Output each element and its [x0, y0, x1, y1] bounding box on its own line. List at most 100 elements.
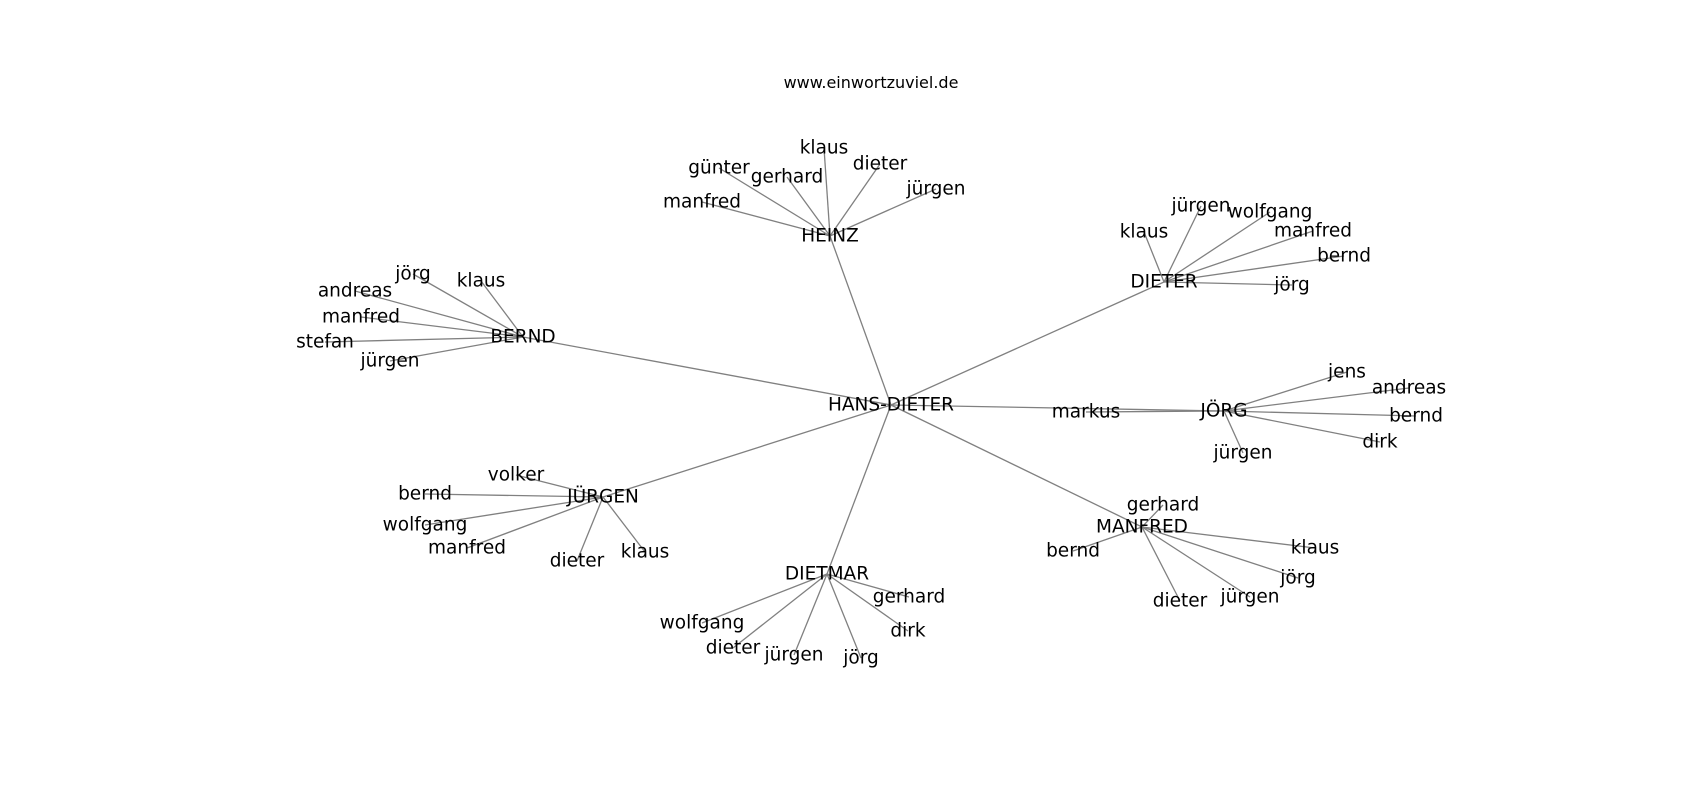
hub-node-label: MANFRED: [1096, 517, 1188, 538]
edge-hub-to-leaf: [602, 496, 646, 553]
edge-hub-to-leaf: [1223, 410, 1381, 443]
edge-hub-to-leaf: [1223, 387, 1410, 412]
leaf-node-label: andreas: [1372, 378, 1446, 399]
site-title: www.einwortzuviel.de: [784, 73, 959, 92]
edge-hub-to-leaf: [324, 336, 524, 343]
leaf-node-label: gerhard: [751, 167, 824, 188]
edge-hub-to-leaf: [1085, 410, 1225, 413]
leaf-node-label: klaus: [1291, 538, 1340, 559]
root-node-label: HANS-DIETER: [828, 395, 954, 416]
leaf-node-label: jens: [1327, 362, 1366, 383]
leaf-node-label: manfred: [663, 192, 741, 213]
leaf-node-label: wolfgang: [660, 613, 745, 634]
edge-hub-to-leaf: [1141, 526, 1181, 602]
edge-hub-to-leaf: [786, 176, 831, 237]
edge-root-to-hub: [826, 404, 892, 575]
edge-hub-to-leaf: [424, 493, 604, 498]
leaf-node-label: klaus: [621, 542, 670, 563]
edge-hub-to-leaf: [1223, 410, 1417, 417]
edge-hub-to-leaf: [576, 496, 604, 562]
leaf-node-label: jürgen: [906, 179, 966, 200]
leaf-node-label: wolfgang: [1228, 202, 1313, 223]
edge-hub-to-leaf: [1072, 526, 1143, 552]
edge-hub-to-leaf: [480, 280, 524, 338]
edge-hub-to-leaf: [515, 474, 604, 498]
edge-hub-to-leaf: [1163, 205, 1202, 283]
leaf-node-label: günter: [688, 158, 750, 179]
leaf-node-label: dirk: [890, 621, 925, 642]
leaf-node-label: jürgen: [764, 645, 824, 666]
edge-hub-to-leaf: [1143, 231, 1165, 283]
edge-root-to-hub: [890, 281, 1165, 406]
leaf-node-label: jörg: [842, 648, 878, 669]
edge-hub-to-leaf: [826, 573, 862, 659]
edge-hub-to-leaf: [1163, 230, 1314, 283]
edge-hub-to-leaf: [1163, 255, 1345, 283]
leaf-node-label: jürgen: [1213, 443, 1273, 464]
edge-hub-to-leaf: [360, 316, 524, 338]
leaf-node-label: stefan: [296, 332, 354, 353]
edge-hub-to-leaf: [1141, 526, 1299, 579]
leaf-node-label: dieter: [853, 154, 908, 175]
leaf-node-label: jörg: [1279, 568, 1315, 589]
edge-root-to-hub: [602, 404, 892, 498]
leaf-node-label: bernd: [1389, 406, 1443, 427]
leaf-node-label: dieter: [706, 638, 761, 659]
edge-hub-to-leaf: [1163, 211, 1271, 283]
leaf-node-label: manfred: [428, 538, 506, 559]
leaf-node-label: andreas: [318, 281, 392, 302]
edge-hub-to-leaf: [826, 573, 910, 598]
edge-hub-to-leaf: [829, 163, 881, 237]
hub-node-label: JÜRGEN: [566, 486, 639, 508]
leaf-node-label: bernd: [1317, 246, 1371, 267]
edge-hub-to-leaf: [466, 496, 604, 549]
leaf-node-label: klaus: [800, 138, 849, 159]
edge-hub-to-leaf: [823, 147, 831, 237]
edge-hub-to-leaf: [1141, 504, 1164, 528]
leaf-node-label: jörg: [394, 264, 430, 285]
edge-hub-to-leaf: [701, 573, 828, 624]
edge-hub-to-leaf: [1141, 526, 1316, 549]
leaf-node-label: klaus: [457, 271, 506, 292]
leaf-node-label: jürgen: [1220, 587, 1280, 608]
leaf-node-label: jürgen: [360, 351, 420, 372]
edge-hub-to-leaf: [718, 167, 831, 237]
edge-root-to-hub: [829, 235, 892, 406]
leaf-node-label: manfred: [322, 307, 400, 328]
hub-node-label: JÖRG: [1199, 400, 1247, 422]
edge-hub-to-leaf: [826, 573, 909, 632]
edge-hub-to-leaf: [1223, 410, 1244, 454]
edge-hub-to-leaf: [424, 496, 604, 526]
leaf-node-label: bernd: [1046, 541, 1100, 562]
edge-hub-to-leaf: [1163, 281, 1293, 286]
leaf-node-label: volker: [488, 465, 545, 486]
edge-hub-to-leaf: [732, 573, 828, 649]
edge-hub-to-leaf: [1141, 526, 1251, 598]
hub-node-label: HEINZ: [801, 226, 859, 247]
leaf-node-label: wolfgang: [383, 515, 468, 536]
graph-edges: [324, 147, 1417, 659]
leaf-node-label: manfred: [1274, 221, 1352, 242]
leaf-node-label: gerhard: [1127, 495, 1200, 516]
hub-node-label: DIETER: [1130, 272, 1197, 293]
hub-node-label: DIETMAR: [785, 564, 869, 585]
leaf-node-label: markus: [1052, 402, 1120, 423]
leaf-node-label: jörg: [1273, 275, 1309, 296]
edge-hub-to-leaf: [354, 290, 524, 338]
leaf-node-label: klaus: [1120, 222, 1169, 243]
leaf-node-label: dieter: [1153, 591, 1208, 612]
leaf-node-label: jürgen: [1171, 196, 1231, 217]
leaf-node-label: bernd: [398, 484, 452, 505]
hub-node-label: BERND: [490, 327, 555, 348]
leaf-node-label: dieter: [550, 551, 605, 572]
edge-hub-to-leaf: [1223, 371, 1348, 412]
edge-root-to-hub: [890, 404, 1225, 412]
leaf-node-label: dirk: [1362, 432, 1397, 453]
leaf-node-label: gerhard: [873, 587, 946, 608]
edge-hub-to-leaf: [389, 336, 524, 362]
edge-hub-to-leaf: [412, 273, 524, 338]
edge-root-to-hub: [522, 336, 892, 406]
edge-hub-to-leaf: [793, 573, 828, 656]
